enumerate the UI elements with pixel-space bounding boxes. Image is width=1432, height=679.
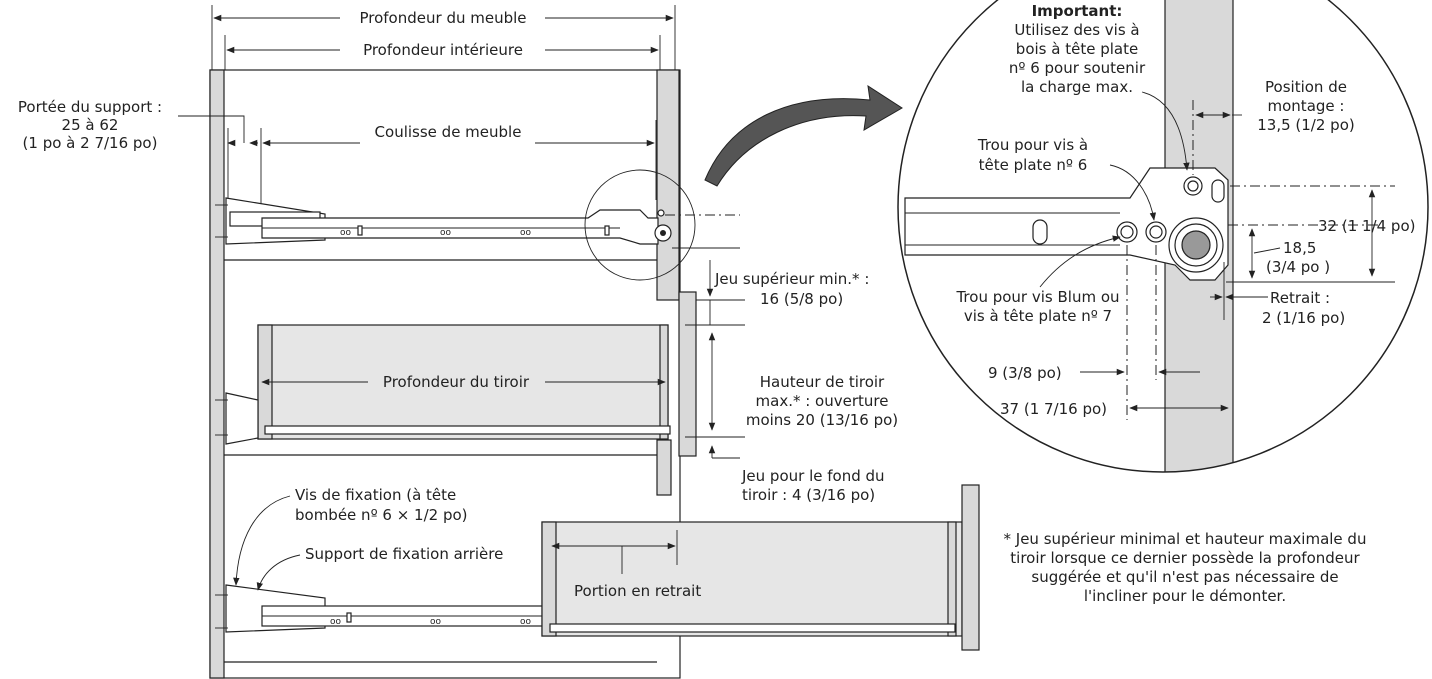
- vis-fixation-label-1: Vis de fixation (à tête: [295, 486, 456, 504]
- important-title: Important:: [1032, 2, 1123, 20]
- note-line-4: l'incliner pour le démonter.: [1084, 587, 1286, 605]
- note-line-1: * Jeu supérieur minimal et hauteur maxim…: [1004, 530, 1367, 548]
- svg-text:oo: oo: [520, 617, 532, 627]
- jeu-superieur-label-1: Jeu supérieur min.* :: [714, 270, 869, 288]
- profondeur-meuble-label: Profondeur du meuble: [359, 9, 526, 27]
- dim-185-label-1: 18,5: [1283, 239, 1316, 257]
- dim-185-label-2: (3/4 po ): [1266, 258, 1330, 276]
- slide-top: oo oo oo: [215, 197, 672, 245]
- vis-fixation-label-2: bombée nº 6 × 1/2 po): [295, 506, 468, 524]
- important-line-1: Utilisez des vis à: [1014, 21, 1139, 39]
- retrait-label-2: 2 (1/16 po): [1262, 309, 1345, 327]
- dim-37-label: 37 (1 7/16 po): [1000, 400, 1107, 418]
- jeu-superieur-label-2: 16 (5/8 po): [760, 290, 843, 308]
- svg-text:oo: oo: [520, 228, 532, 238]
- cabinet-back-panel: [209, 69, 225, 679]
- portee-label-2: 25 à 62: [62, 116, 119, 134]
- retrait-label-1: Retrait :: [1270, 289, 1330, 307]
- portion-retrait-label: Portion en retrait: [574, 582, 701, 600]
- svg-text:oo: oo: [340, 228, 352, 238]
- position-label-1: Position de: [1265, 78, 1347, 96]
- detail-view: [897, 0, 1429, 473]
- cabinet-front-panel-mid: [656, 439, 672, 496]
- note-line-2: tiroir lorsque ce dernier possède la pro…: [1010, 549, 1360, 567]
- trou-6-label-1: Trou pour vis à: [977, 136, 1088, 154]
- support-arriere-label: Support de fixation arrière: [305, 545, 503, 563]
- detail-circle-outline: [897, 0, 1429, 473]
- trou-blum-label-1: Trou pour vis Blum ou: [955, 288, 1119, 306]
- note-line-3: suggérée et qu'il n'est pas nécessaire d…: [1031, 568, 1338, 586]
- profondeur-tiroir-label: Profondeur du tiroir: [383, 373, 530, 391]
- zoom-arrow: [704, 84, 903, 187]
- drawer-bottom: oo oo oo: [215, 484, 980, 651]
- trou-blum-label-2: vis à tête plate nº 7: [964, 307, 1112, 325]
- important-line-4: la charge max.: [1021, 78, 1133, 96]
- portee-label-1: Portée du support :: [18, 98, 162, 116]
- position-label-2: montage :: [1268, 97, 1345, 115]
- cabinet-front-panel-top: [656, 69, 680, 301]
- svg-text:oo: oo: [430, 617, 442, 627]
- svg-text:oo: oo: [440, 228, 452, 238]
- portee-label-3: (1 po à 2 7/16 po): [23, 134, 158, 152]
- trou-6-label-2: tête plate nº 6: [979, 156, 1088, 174]
- important-line-2: bois à tête plate: [1016, 40, 1138, 58]
- hauteur-label-3: moins 20 (13/16 po): [746, 411, 898, 429]
- dim-32-label: 32 (1 1/4 po): [1318, 217, 1415, 235]
- jeu-fond-label-2: tiroir : 4 (3/16 po): [742, 486, 875, 504]
- drawer-front-middle: [678, 291, 697, 457]
- drawer-front-bottom: [961, 484, 980, 651]
- hauteur-label-1: Hauteur de tiroir: [760, 373, 885, 391]
- jeu-fond-label-1: Jeu pour le fond du: [741, 467, 885, 485]
- important-line-3: nº 6 pour soutenir: [1009, 59, 1146, 77]
- position-label-3: 13,5 (1/2 po): [1257, 116, 1354, 134]
- magnifier-circle: [584, 169, 696, 281]
- coulisse-label: Coulisse de meuble: [375, 123, 522, 141]
- dim-9-label: 9 (3/8 po): [988, 364, 1062, 382]
- svg-text:oo: oo: [330, 617, 342, 627]
- profondeur-interieure-label: Profondeur intérieure: [363, 41, 523, 59]
- hauteur-label-2: max.* : ouverture: [756, 392, 889, 410]
